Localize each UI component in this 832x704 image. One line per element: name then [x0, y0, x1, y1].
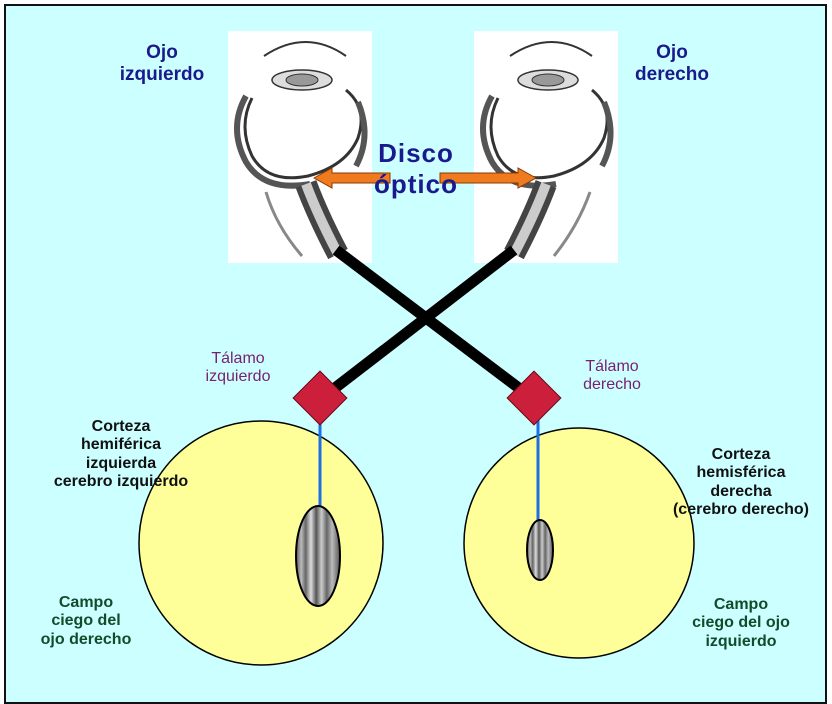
right-eye-illustration — [474, 31, 618, 263]
optic-disc-label: Disco óptico — [356, 138, 476, 200]
left-thalamus-label: Tálamo izquierdo — [188, 350, 288, 387]
left-eye-illustration — [228, 31, 372, 263]
diagram-frame: Ojo izquierdo Ojo derecho Disco óptico T… — [4, 4, 827, 704]
left-eye-label: Ojo izquierdo — [102, 42, 222, 86]
optic-pathway-right-to-left — [322, 250, 514, 398]
optic-pathway-left-to-right — [336, 250, 532, 398]
right-thalamus-label: Tálamo derecho — [562, 358, 662, 395]
left-blind-spot — [296, 506, 340, 606]
right-blind-field-label: Campo ciego del ojo izquierdo — [671, 596, 811, 651]
right-cortex-label: Corteza hemisférica derecha (cerebro der… — [656, 446, 826, 520]
right-eye-label: Ojo derecho — [612, 42, 732, 86]
left-cortex-label: Corteza hemiférica izquierda cerebro izq… — [36, 418, 206, 492]
right-blind-spot — [527, 520, 553, 580]
left-blind-field-label: Campo ciego del ojo derecho — [26, 594, 146, 649]
